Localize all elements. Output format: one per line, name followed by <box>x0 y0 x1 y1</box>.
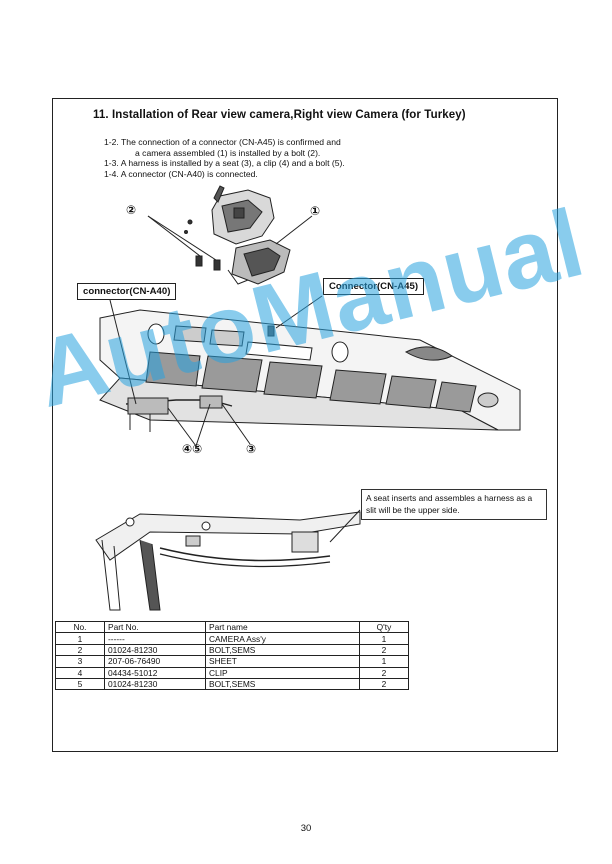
bolt-drawings <box>184 219 221 271</box>
cell-no: 1 <box>55 632 105 645</box>
cell-part-name: CLIP <box>205 666 360 679</box>
callout-1: ① <box>310 204 321 218</box>
page-number: 30 <box>300 823 312 834</box>
cell-part-no: 01024-81230 <box>104 677 206 691</box>
cell-part-no: ------ <box>104 632 206 645</box>
cell-qty: 1 <box>359 632 409 645</box>
parts-table-header: No. Part No. Part name Q'ty <box>55 620 409 634</box>
table-row: 4 04434-51012 CLIP 2 <box>55 666 409 679</box>
cell-no: 3 <box>55 655 105 668</box>
cell-part-no: 207-06-76490 <box>104 655 206 668</box>
step-1-2-cont: a camera assembled (1) is installed by a… <box>135 147 321 158</box>
callout-4-5: ④⑤ <box>182 442 203 456</box>
cell-no: 2 <box>55 643 105 657</box>
header-part-no: Part No. <box>104 620 206 634</box>
cell-part-name: BOLT,SEMS <box>205 643 360 657</box>
cell-qty: 2 <box>359 666 409 679</box>
harness-note: A seat inserts and assembles a harness a… <box>361 489 547 520</box>
harness-detail-drawing <box>95 509 361 611</box>
table-row: 3 207-06-76490 SHEET 1 <box>55 655 409 668</box>
cell-part-name: SHEET <box>205 655 360 668</box>
table-row: 2 01024-81230 BOLT,SEMS 2 <box>55 643 409 657</box>
instruction-steps: 1-2. The connection of a connector (CN-A… <box>104 137 345 179</box>
cell-qty: 2 <box>359 643 409 657</box>
callout-2: ② <box>126 203 137 217</box>
connector-cn-a45-label: Connector(CN-A45) <box>323 278 425 295</box>
cell-qty: 2 <box>359 677 409 691</box>
cab-panel-drawing <box>99 309 521 432</box>
section-title: 11. Installation of Rear view camera,Rig… <box>93 109 466 121</box>
step-1-2: 1-2. The connection of a connector (CN-A… <box>104 137 341 147</box>
cell-part-name: BOLT,SEMS <box>205 677 360 691</box>
cell-part-no: 01024-81230 <box>104 643 206 657</box>
camera-assembly-drawing <box>211 185 291 285</box>
header-part-name: Part name <box>205 620 360 634</box>
connector-cn-a40-label: connector(CN-A40) <box>77 283 177 300</box>
cell-no: 4 <box>55 666 105 679</box>
cell-part-name: CAMERA Ass'y <box>205 632 360 645</box>
table-row: 1 ------ CAMERA Ass'y 1 <box>55 632 409 645</box>
header-no: No. <box>55 620 105 634</box>
step-1-4: 1-4. A connector (CN-A40) is connected. <box>104 168 258 179</box>
cell-no: 5 <box>55 677 105 691</box>
step-1-3: 1-3. A harness is installed by a seat (3… <box>104 158 345 169</box>
cell-qty: 1 <box>359 655 409 668</box>
cell-part-no: 04434-51012 <box>104 666 206 679</box>
parts-table: No. Part No. Part name Q'ty 1 ------ CAM… <box>55 620 409 691</box>
table-row: 5 01024-81230 BOLT,SEMS 2 <box>55 677 409 691</box>
header-qty: Q'ty <box>359 620 409 634</box>
callout-3: ③ <box>246 442 257 456</box>
content-frame <box>52 98 558 752</box>
